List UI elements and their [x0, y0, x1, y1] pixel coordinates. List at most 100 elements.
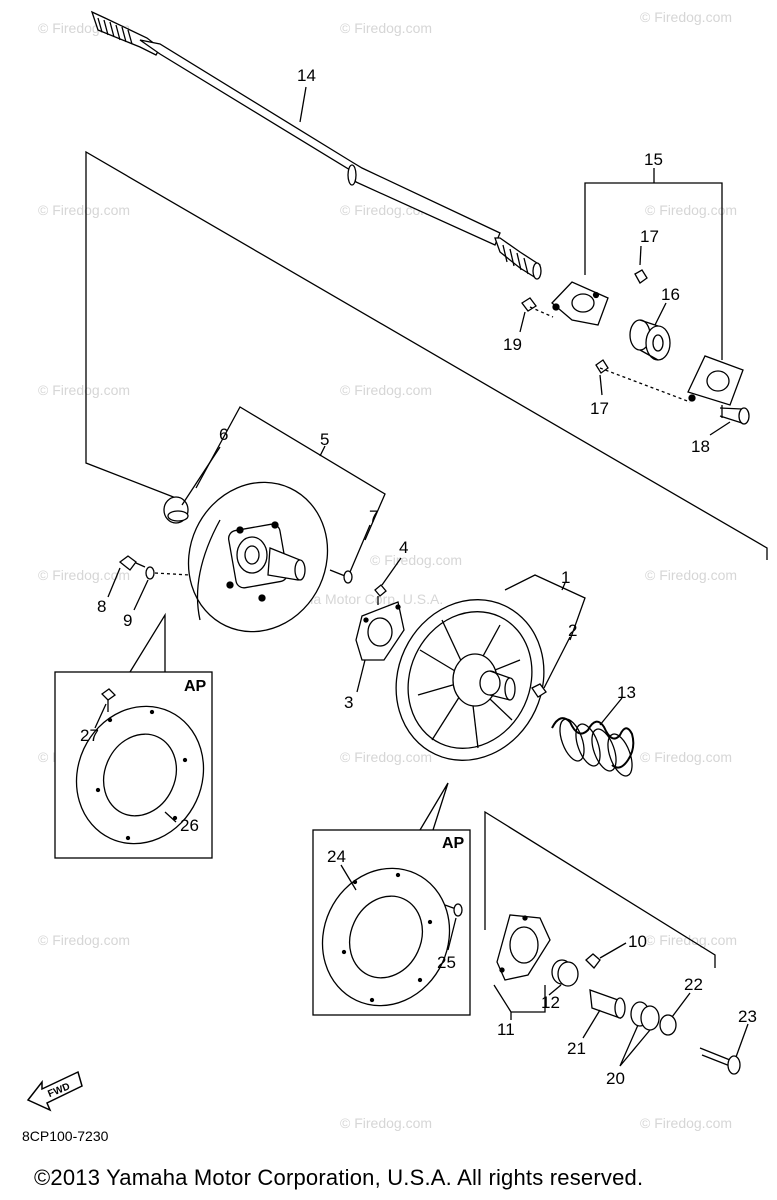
callout-number: 22	[684, 975, 703, 994]
callout-number: 16	[661, 285, 680, 304]
leader-line	[94, 703, 107, 729]
watermark: © Firedog.com	[38, 567, 130, 583]
watermark: © Firedog.com	[38, 932, 130, 948]
leader-line	[599, 697, 623, 726]
bearing-housing	[551, 281, 609, 326]
callout-number: 2	[568, 621, 577, 640]
callout-number: 26	[180, 816, 199, 835]
collar	[163, 496, 189, 524]
callout-number: 7	[369, 507, 378, 526]
leader-line	[381, 557, 402, 586]
leader-line	[356, 659, 366, 693]
leader-line	[299, 86, 307, 123]
dashed-guide	[599, 367, 691, 403]
leader-line	[619, 1024, 651, 1067]
diagram-code: 8CP100-7230	[22, 1128, 109, 1144]
dashed-guide	[154, 572, 191, 576]
watermark: © Firedog.com	[370, 552, 462, 568]
watermark: © Firedog.com	[340, 20, 432, 36]
watermark: © Firedog.com	[645, 567, 737, 583]
ap-inset-box	[312, 782, 471, 1016]
callout-number: 25	[437, 953, 456, 972]
leader-line	[654, 302, 667, 326]
callout-number: 3	[344, 693, 353, 712]
callout-number: 23	[738, 1007, 757, 1026]
watermark: © Firedog.com	[340, 382, 432, 398]
callout-number: 9	[123, 611, 132, 630]
washer	[640, 1005, 660, 1031]
fwd-arrow-icon	[26, 1070, 83, 1112]
callout-number: 20	[606, 1069, 625, 1088]
callout-number: 11	[497, 1020, 515, 1039]
nut	[634, 269, 648, 284]
copyright-notice: ©2013 Yamaha Motor Corporation, U.S.A. A…	[34, 1165, 644, 1190]
leader-line	[133, 579, 149, 611]
watermark: © Firedog.com	[640, 1115, 732, 1131]
watermark: © Firedog.com	[640, 9, 732, 25]
leader-line	[107, 567, 121, 598]
callout-bracket-5	[195, 406, 386, 541]
leader-line	[447, 917, 457, 951]
assembly-bracket-line	[484, 810, 716, 968]
leader-line	[548, 984, 562, 996]
ap-inset-box	[54, 612, 213, 859]
callout-number: 13	[617, 683, 636, 702]
nut	[595, 359, 609, 374]
leader-line	[340, 864, 357, 891]
watermarks: © Firedog.com © Firedog.com © Firedog.co…	[38, 9, 737, 1131]
collar	[589, 989, 626, 1019]
leader-line	[543, 636, 571, 689]
callout-bracket-11	[493, 984, 546, 1013]
leader-line	[639, 245, 642, 266]
washer	[659, 1014, 677, 1036]
bush	[551, 959, 579, 987]
ap-label: AP	[442, 835, 465, 852]
bolt	[118, 555, 146, 571]
plate	[355, 601, 405, 661]
watermark: © Firedog.com	[340, 1115, 432, 1131]
callout-number: 15	[644, 150, 663, 169]
callout-number: 21	[567, 1039, 586, 1058]
watermark: © Firedog.com	[38, 202, 130, 218]
sliding-sheave	[395, 599, 545, 761]
leader-line	[519, 311, 526, 333]
watermark: © Firedog.com	[340, 749, 432, 765]
callout-number: 18	[691, 437, 710, 456]
leader-line	[164, 811, 177, 823]
leader-line	[561, 582, 566, 591]
callout-number: 14	[297, 66, 316, 85]
washer	[145, 566, 155, 580]
callout-number: 6	[219, 425, 228, 444]
callout-number: 24	[327, 847, 346, 866]
callout-number: 27	[80, 726, 99, 745]
ap-label: AP	[184, 678, 207, 695]
callout-number: 12	[541, 993, 560, 1012]
bolt	[374, 584, 387, 605]
callout-number: 17	[590, 399, 609, 418]
nut	[521, 297, 537, 312]
callout-number: 4	[399, 538, 408, 557]
leader-line	[671, 992, 691, 1018]
leader-line	[319, 445, 326, 457]
bolt	[719, 405, 750, 425]
callout-number: 5	[320, 430, 329, 449]
callout-number: 10	[628, 932, 647, 951]
watermark: © Firedog.com	[640, 749, 732, 765]
screw	[329, 569, 353, 584]
bearing-housing	[687, 355, 744, 406]
bolt	[699, 1047, 741, 1075]
callout-number: 19	[503, 335, 522, 354]
bearing	[629, 319, 671, 361]
callout-number: 8	[97, 597, 106, 616]
nut	[585, 953, 601, 969]
torque-cam	[496, 914, 551, 981]
spring	[551, 717, 635, 777]
fixed-sheave	[187, 481, 329, 633]
dashed-guide	[529, 306, 554, 318]
leader-line	[599, 942, 627, 959]
watermark: © Firedog.com	[38, 382, 130, 398]
callout-bracket-1	[504, 574, 586, 641]
callout-number: 1	[561, 568, 570, 587]
leader-line	[582, 1009, 601, 1039]
